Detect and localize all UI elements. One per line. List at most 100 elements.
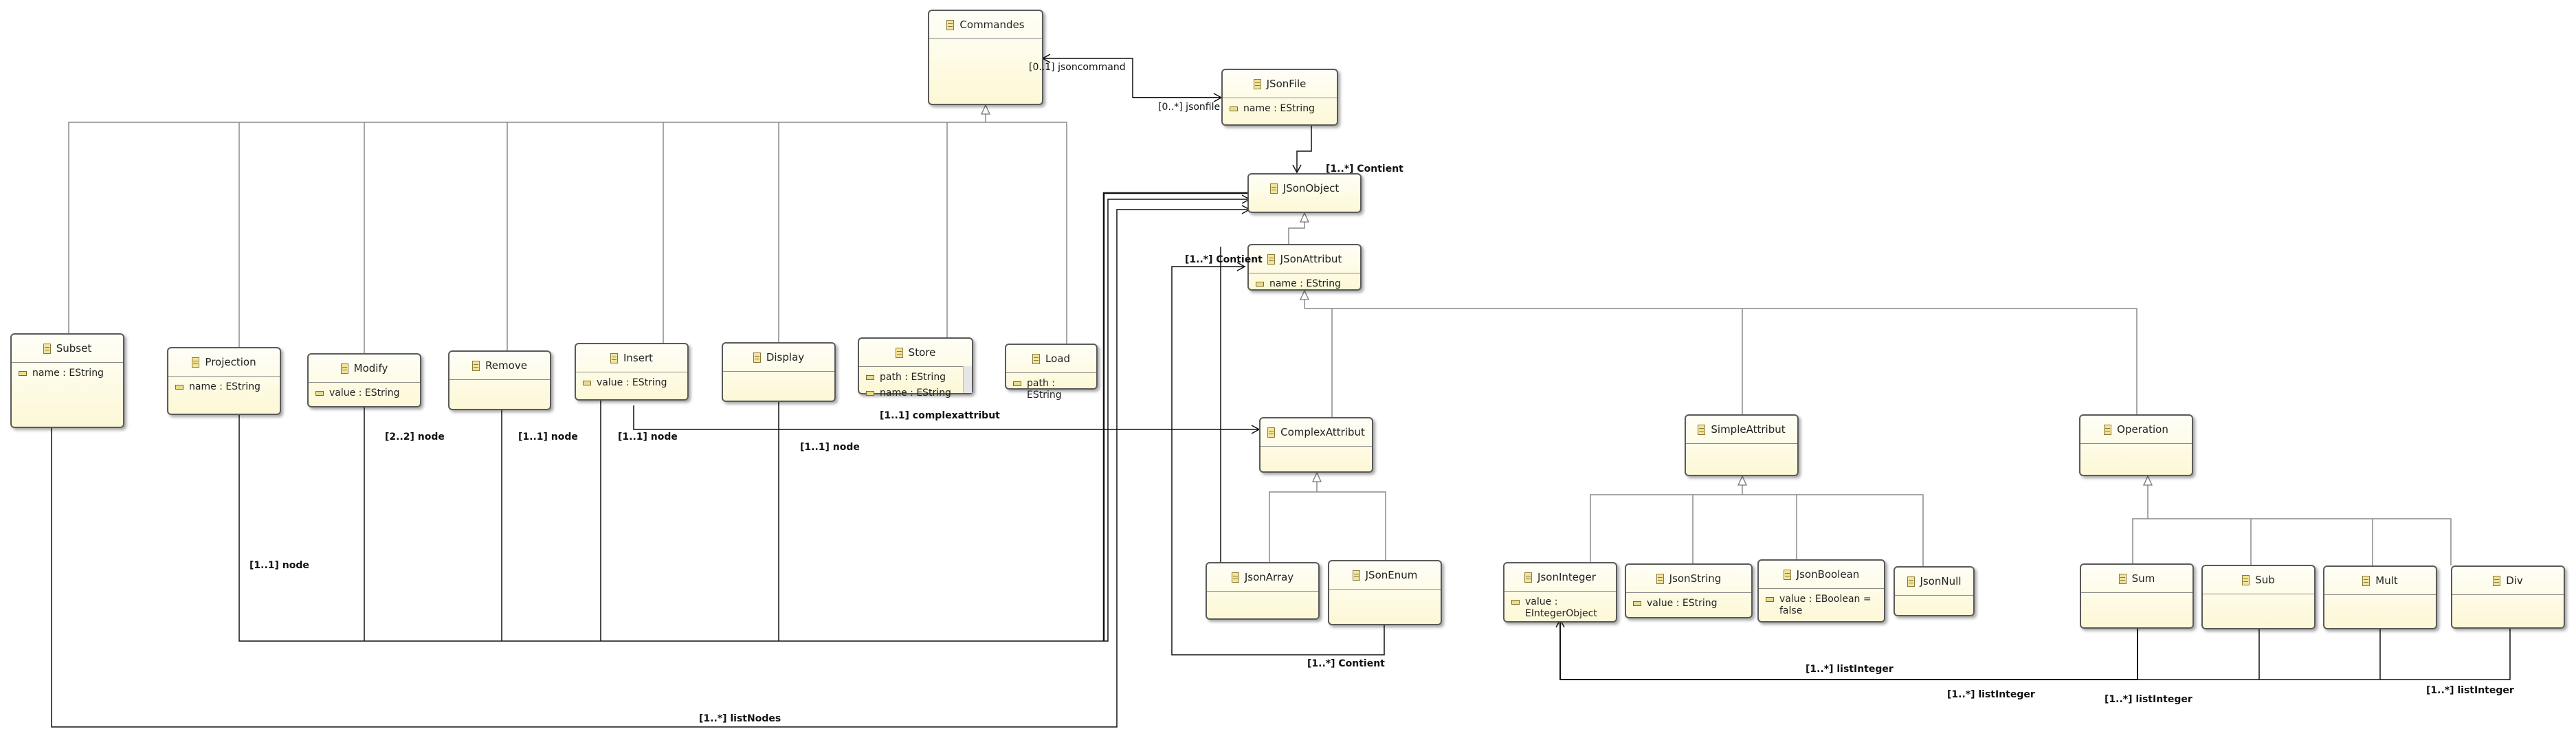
attribute: value : EString: [1647, 598, 1718, 609]
class-icon: [1032, 353, 1040, 364]
label-contient-object: [1..*] Contient: [1326, 164, 1403, 175]
label-node-insert: [1..1] node: [618, 431, 678, 442]
class-icon: [1267, 427, 1276, 438]
associations: [51, 54, 2511, 728]
class-icon: [1698, 424, 1706, 435]
class-jsoninteger[interactable]: JsonInteger value : EIntegerObject: [1503, 562, 1617, 623]
class-icon: [1656, 573, 1664, 584]
attribute: name : EString: [189, 381, 260, 392]
class-jsonobject[interactable]: JSonObject: [1247, 173, 1362, 213]
class-insert[interactable]: Insert value : EString: [575, 343, 689, 401]
label-jsonfile: [0..*] jsonfile: [1158, 102, 1221, 113]
attribute-icon: [1633, 601, 1641, 606]
inheritance-complex: [1269, 473, 1386, 562]
class-name: Operation: [2117, 423, 2168, 436]
class-load[interactable]: Load path : EString: [1005, 344, 1098, 401]
class-jsonnull[interactable]: JsonNull: [1894, 566, 1975, 616]
class-projection[interactable]: Projection name : EString: [167, 347, 281, 415]
label-node-projection: [1..1] node: [249, 560, 309, 571]
attribute-icon: [866, 391, 874, 396]
class-name: JSonEnum: [1365, 569, 1418, 581]
label-listinteger-div: [1..*] listInteger: [2426, 685, 2514, 696]
class-icon: [1231, 572, 1239, 583]
attribute-icon: [866, 375, 874, 380]
inheritance-operation: [2132, 476, 2452, 565]
class-icon: [1524, 572, 1533, 583]
class-name: ComplexAttribut: [1280, 426, 1365, 438]
class-name: Subset: [56, 342, 92, 355]
class-complexattribut[interactable]: ComplexAttribut: [1259, 417, 1373, 473]
label-listinteger-sub: [1..*] listInteger: [2105, 694, 2192, 705]
class-icon: [1253, 78, 1261, 89]
class-operation[interactable]: Operation: [2079, 414, 2193, 476]
attribute: name : EString: [880, 388, 951, 399]
inheritance-jsonattribut: [1288, 213, 1304, 244]
attribute: name : EString: [32, 368, 104, 379]
class-simpleattribut[interactable]: SimpleAttribut: [1685, 414, 1799, 476]
class-jsonfile[interactable]: JSonFile name : EString: [1221, 69, 1338, 126]
class-modify[interactable]: Modify value : EString: [307, 353, 421, 407]
attribute-icon: [1256, 282, 1264, 287]
class-jsonarray[interactable]: JsonArray: [1206, 562, 1320, 620]
class-store[interactable]: Store path : EString name : EString: [858, 337, 973, 399]
class-name: SimpleAttribut: [1711, 423, 1786, 436]
class-jsonenum[interactable]: JSonEnum: [1328, 560, 1442, 625]
class-name: Sum: [2131, 572, 2155, 585]
class-icon: [1783, 569, 1791, 580]
attribute-icon: [19, 371, 27, 376]
class-name: Display: [766, 351, 805, 363]
class-name: Div: [2506, 574, 2523, 587]
class-name: JsonNull: [1920, 575, 1962, 587]
class-mult[interactable]: Mult: [2323, 565, 2437, 629]
class-icon: [1267, 254, 1275, 265]
label-node-remove: [1..1] node: [518, 431, 578, 442]
attribute-icon: [1511, 600, 1520, 605]
class-icon: [2118, 573, 2127, 584]
class-icon: [192, 357, 200, 368]
class-icon: [1269, 183, 1278, 194]
class-name: JsonString: [1669, 572, 1722, 585]
class-sub[interactable]: Sub: [2201, 565, 2316, 629]
class-jsonstring[interactable]: JsonString value : EString: [1625, 563, 1753, 618]
class-name: Sub: [2255, 574, 2275, 586]
class-icon: [472, 360, 480, 371]
class-subset[interactable]: Subset name : EString: [10, 333, 124, 428]
inheritance-attribut-kinds: [1304, 291, 2138, 417]
class-jsonboolean[interactable]: JsonBoolean value : EBoolean = false: [1757, 559, 1885, 623]
class-name: JSonFile: [1266, 78, 1307, 90]
attribute: value : EString: [597, 377, 667, 388]
class-jsonattribut[interactable]: JSonAttribut name : EString: [1247, 244, 1362, 291]
class-icon: [2362, 575, 2370, 586]
class-name: JSonAttribut: [1280, 253, 1342, 265]
attribute: path : EString: [1027, 378, 1062, 401]
class-name: Mult: [2375, 574, 2398, 587]
attribute-icon: [1230, 107, 1238, 111]
class-name: Store: [908, 346, 936, 359]
class-name: Load: [1045, 352, 1070, 365]
class-icon: [340, 363, 348, 374]
class-name: Modify: [353, 362, 388, 374]
label-complexattribut: [1..1] complexattribut: [880, 410, 1000, 421]
class-icon: [753, 352, 761, 363]
class-display[interactable]: Display: [722, 342, 836, 402]
class-icon: [946, 19, 955, 30]
attribute: name : EString: [1269, 278, 1341, 289]
class-remove[interactable]: Remove: [448, 350, 551, 410]
class-sum[interactable]: Sum: [2080, 563, 2194, 629]
label-node-modify: [2..2] node: [385, 431, 445, 442]
scrollbar[interactable]: [963, 366, 972, 393]
class-name: JsonArray: [1244, 571, 1294, 583]
class-div[interactable]: Div: [2451, 565, 2565, 629]
class-icon: [2242, 574, 2250, 585]
class-commandes[interactable]: Commandes: [928, 10, 1043, 105]
label-node-display: [1..1] node: [800, 442, 860, 453]
attribute: path : EString: [880, 372, 946, 383]
class-name: Insert: [623, 352, 654, 364]
attribute-icon: [1766, 597, 1774, 602]
class-icon: [895, 347, 903, 358]
class-name: JSonObject: [1283, 182, 1340, 194]
attribute-icon: [175, 385, 184, 390]
class-name: JsonBoolean: [1796, 568, 1860, 581]
attribute: value : EString: [329, 388, 400, 399]
